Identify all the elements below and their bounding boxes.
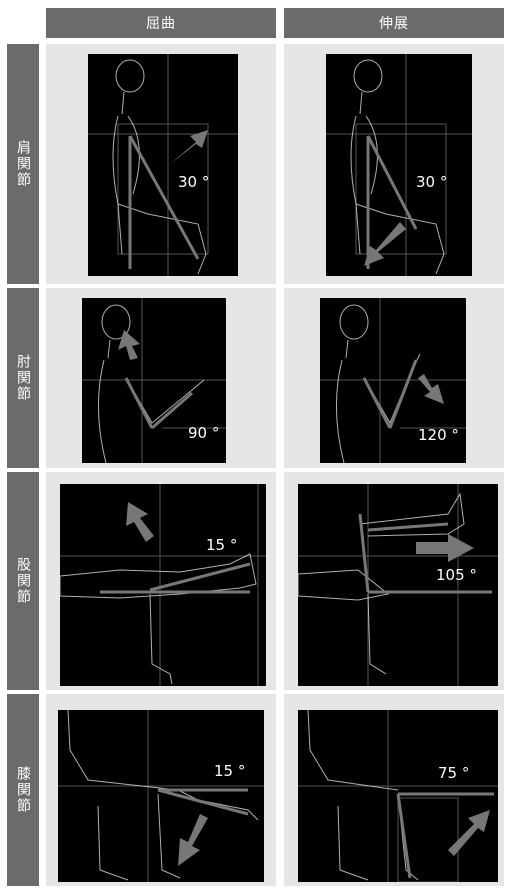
shoulder-extension-figure: 30 ° bbox=[326, 54, 472, 276]
knee-flexion-figure: 15 ° bbox=[58, 710, 264, 882]
hip-flexion-angle: 15 ° bbox=[206, 536, 237, 554]
column-header-extension: 伸展 bbox=[284, 8, 504, 38]
column-header-flexion: 屈曲 bbox=[46, 8, 276, 38]
elbow-extension-figure: 120 ° bbox=[320, 298, 466, 463]
cell-shoulder-flexion: 30 ° bbox=[46, 44, 276, 284]
shoulder-flexion-angle: 30 ° bbox=[178, 173, 209, 191]
knee-extension-figure: 75 ° bbox=[298, 710, 498, 882]
shoulder-flexion-figure: 30 ° bbox=[88, 54, 238, 276]
row-header-hip: 股関節 bbox=[7, 472, 39, 690]
hip-extension-angle: 105 ° bbox=[436, 566, 477, 584]
row-header-shoulder: 肩関節 bbox=[7, 44, 39, 284]
hip-flexion-figure: 15 ° bbox=[60, 484, 266, 686]
shoulder-extension-angle: 30 ° bbox=[416, 173, 447, 191]
cell-elbow-flexion: 90 ° bbox=[46, 288, 276, 468]
cell-shoulder-extension: 30 ° bbox=[284, 44, 504, 284]
knee-flexion-angle: 15 ° bbox=[214, 762, 245, 780]
cell-knee-flexion: 15 ° bbox=[46, 694, 276, 886]
elbow-flexion-angle: 90 ° bbox=[188, 424, 219, 442]
row-header-elbow: 肘関節 bbox=[7, 288, 39, 468]
cell-hip-extension: 105 ° bbox=[284, 472, 504, 690]
cell-knee-extension: 75 ° bbox=[284, 694, 504, 886]
elbow-extension-angle: 120 ° bbox=[418, 426, 459, 444]
cell-elbow-extension: 120 ° bbox=[284, 288, 504, 468]
hip-extension-figure: 105 ° bbox=[298, 484, 498, 686]
elbow-flexion-figure: 90 ° bbox=[82, 298, 226, 463]
row-header-knee: 膝関節 bbox=[7, 694, 39, 886]
cell-hip-flexion: 15 ° bbox=[46, 472, 276, 690]
knee-extension-angle: 75 ° bbox=[438, 764, 469, 782]
